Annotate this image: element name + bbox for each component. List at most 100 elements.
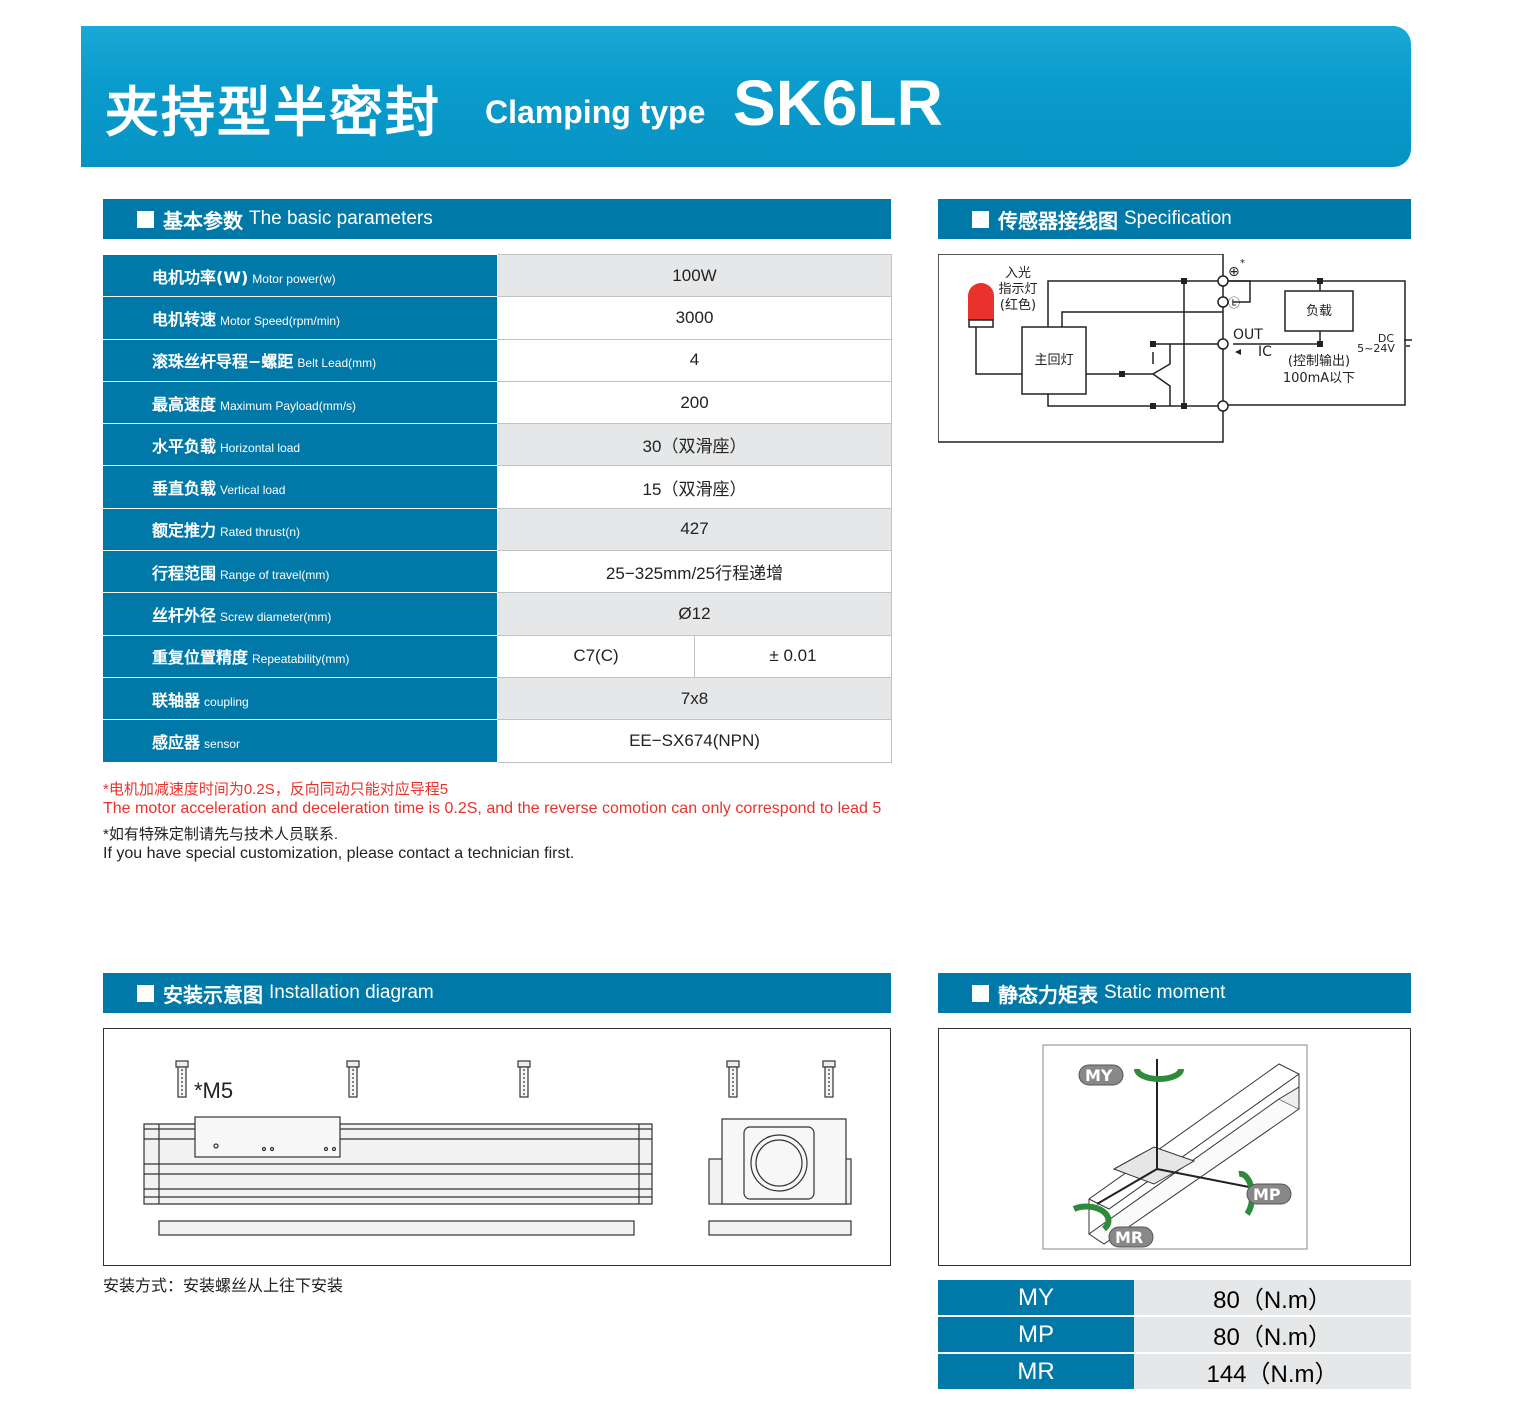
title-cn: 夹持型半密封 [105,81,441,144]
param-label-cn: 电机功率(W) [152,267,249,287]
screw-icon [822,1060,836,1098]
param-value: 4 [497,338,892,382]
page-header: 夹持型半密封 Clamping type SK6LR [81,26,1411,167]
title-en: Clamping type [485,94,706,130]
moment-value: 80（N.m） [1134,1280,1411,1317]
control-output-label: (控制输出) [1288,353,1350,369]
param-value: 30（双滑座） [497,423,892,467]
moment-key: MY [938,1280,1134,1317]
current-label: 100mA以下 [1283,371,1355,386]
lamp-label-1: 入光 [1005,266,1031,281]
param-label-cn: 联轴器 [152,690,201,710]
star-mark: * [1240,258,1245,269]
section-title-en: Specification [1124,208,1232,229]
main-circuit-label: 主回灯 [1034,353,1073,368]
param-value: 25−325mm/25行程递增 [497,550,892,594]
screw-icon [346,1060,360,1098]
lamp-label-2: 指示灯 [998,282,1037,297]
section-title-cn: 安装示意图 [163,982,263,1007]
section-moment: 静态力矩表 Static moment [938,973,1411,1013]
section-install: 安装示意图 Installation diagram [103,973,891,1013]
param-label-en: Maximum Payload(mm/s) [220,398,357,413]
param-value: Ø12 [497,592,892,636]
section-title-en: Static moment [1104,982,1226,1003]
section-title-cn: 传感器接线图 [998,208,1118,233]
param-label-en: Range of travel(mm) [220,567,330,582]
note-4: If you have special customization, pleas… [103,845,575,862]
load-label: 负载 [1306,304,1332,319]
param-label-en: Repeatability(mm) [252,652,350,667]
l-terminal: Ⓛ [1228,296,1240,310]
param-value: 3000 [497,296,892,340]
screw-icon [726,1060,740,1098]
note-2: The motor acceleration and deceleration … [103,800,882,817]
param-label-en: Motor Speed(rpm/min) [220,313,341,328]
moment-value: 80（N.m） [1134,1316,1411,1354]
param-value-2: ± 0.01 [694,634,892,678]
param-label-cn: 丝杆外径 [152,606,217,626]
note-3: *如有特殊定制请先与技术人员联系. [103,826,339,843]
param-label-en: Belt Lead(mm) [297,356,377,371]
plus-terminal: ⊕ [1228,264,1240,280]
mp-label: MP [1253,1185,1281,1204]
model-name: SK6LR [733,67,943,139]
param-value: EE−SX674(NPN) [497,719,892,763]
section-sensor: 传感器接线图 Specification [938,199,1411,239]
param-label-cn: 额定推力 [152,521,217,541]
install-caption: 安装方式：安装螺丝从上往下安装 [103,1278,344,1295]
param-label-en: sensor [204,736,241,751]
param-label: 电机功率(W)Motor power(w) [103,253,498,298]
param-label-en: coupling [204,694,249,709]
param-value: 15（双滑座） [497,465,892,509]
param-label-cn: 垂直负载 [152,479,217,499]
installation-diagram: *M5 [103,1028,891,1266]
param-label-en: Horizontal load [220,440,301,455]
param-label-en: Vertical load [220,483,286,498]
moment-key: MR [938,1353,1134,1391]
section-title-en: Installation diagram [269,982,434,1003]
param-label-en: Motor power(w) [252,271,336,286]
moment-key: MP [938,1316,1134,1354]
dc-label: DC [1378,332,1394,345]
param-label-cn: 电机转速 [152,309,217,329]
voltage-label: 5~24V [1357,342,1395,355]
section-title-cn: 静态力矩表 [998,982,1098,1007]
lamp-label-3: (红色) [1000,297,1036,313]
param-label-cn: 水平负载 [152,436,217,456]
ic-label: IC [1258,344,1272,360]
param-label-en: Rated thrust(n) [220,525,301,540]
param-label-cn: 滚珠丝杆导程−螺距 [152,352,294,372]
param-label-cn: 最高速度 [152,394,217,414]
param-label-cn: 感应器 [152,732,201,752]
sensor-wiring-diagram: 入光 指示灯 (红色) 主回灯 负载 OUT IC (控制输出) 100mA以下… [938,254,1412,443]
param-value: 100W [497,253,892,298]
param-label-en: Screw diameter(mm) [220,610,332,625]
section-title-en: The basic parameters [249,208,433,229]
mr-label: MR [1115,1228,1143,1247]
param-label-cn: 行程范围 [152,563,217,583]
